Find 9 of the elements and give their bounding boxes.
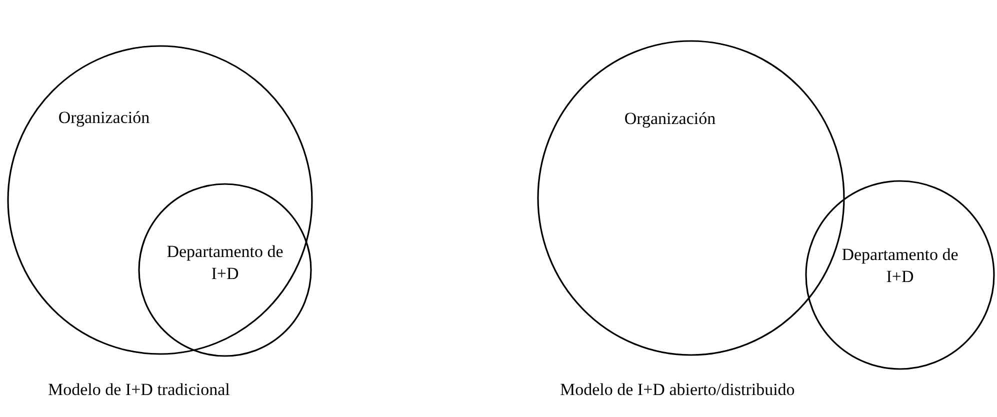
caption: Modelo de I+D abierto/distribuido — [560, 380, 795, 400]
caption: Modelo de I+D tradicional — [48, 380, 230, 400]
circle-shape — [805, 180, 995, 370]
circle-label: Organización — [623, 108, 717, 130]
circle-shape — [138, 183, 312, 357]
circle-shape — [7, 45, 313, 355]
circle-label: Departamento de I+D — [166, 241, 284, 285]
circle-label: Departamento de I+D — [840, 244, 960, 288]
circle-label: Organización — [57, 107, 151, 129]
